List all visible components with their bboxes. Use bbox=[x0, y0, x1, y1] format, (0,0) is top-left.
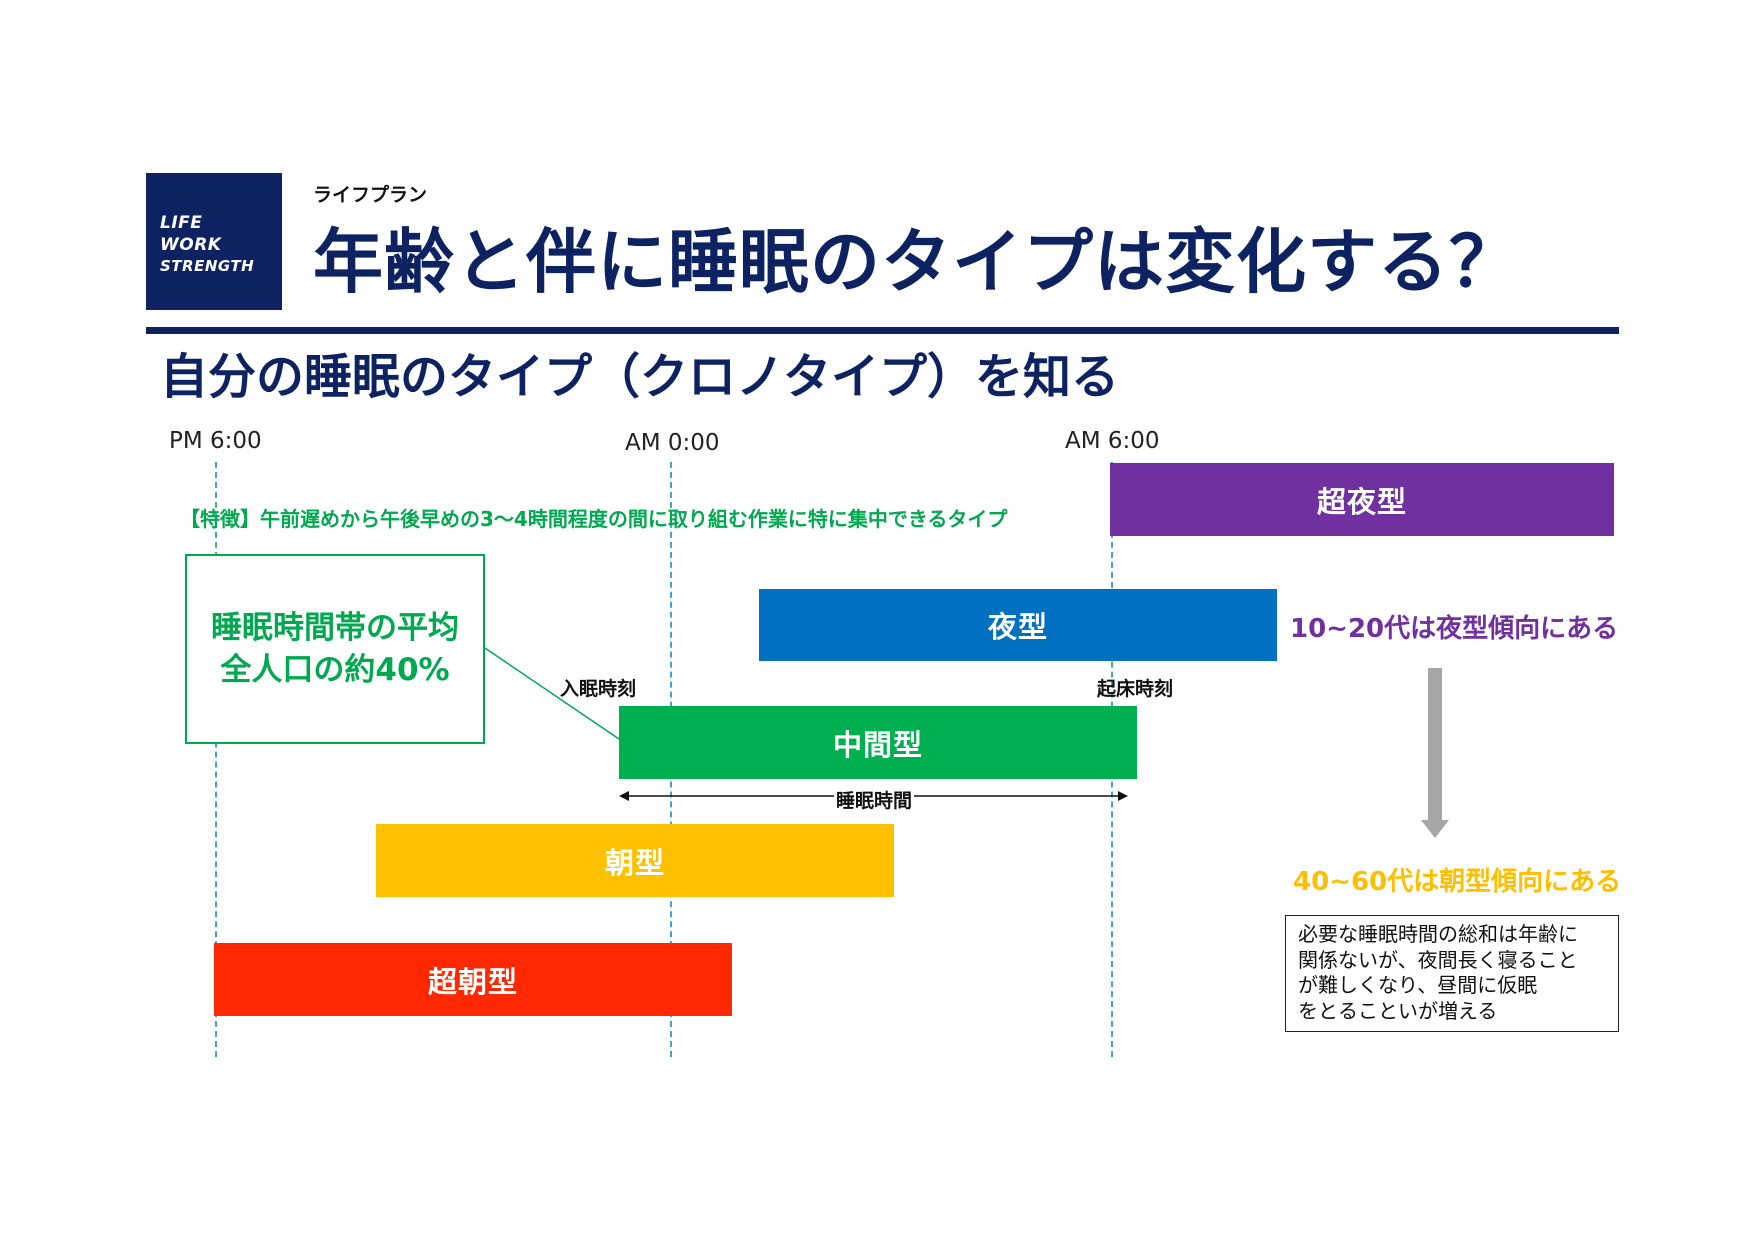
duration-arrow-left-head bbox=[619, 791, 629, 801]
bar-morning-type-label: 朝型 bbox=[604, 845, 665, 880]
bar-super-morning-type: 超朝型 bbox=[214, 943, 732, 1016]
title-divider bbox=[146, 327, 1619, 334]
bar-intermediate-type: 中間型 bbox=[619, 706, 1137, 779]
logo-line-life: LIFE bbox=[160, 213, 203, 233]
bar-super-night-type-label: 超夜型 bbox=[1316, 484, 1407, 519]
note-line-2: 関係ないが、夜間長く寝ること bbox=[1298, 947, 1578, 972]
bar-super-night-type: 超夜型 bbox=[1110, 463, 1614, 536]
waketime-label: 起床時刻 bbox=[1097, 678, 1174, 700]
note-line-3: が難しくなり、昼間に仮眠 bbox=[1298, 973, 1538, 997]
older-trend-text: 40~60代は朝型傾向にある bbox=[1293, 867, 1622, 897]
time-label-am6: AM 6:00 bbox=[1065, 428, 1160, 454]
page-title: 年齢と伴に睡眠のタイプは変化する？ bbox=[313, 221, 1520, 303]
logo-line-work: WORK bbox=[160, 235, 222, 255]
bar-intermediate-type-label: 中間型 bbox=[832, 727, 923, 762]
section-heading: 自分の睡眠のタイプ（クロノタイプ）を知る bbox=[160, 349, 1120, 405]
duration-arrow-right-head bbox=[1118, 791, 1128, 801]
guide-line-pm6 bbox=[215, 462, 217, 1057]
callout-connector-line bbox=[484, 647, 620, 740]
young-trend-text: 10~20代は夜型傾向にある bbox=[1290, 614, 1619, 644]
bar-night-type-label: 夜型 bbox=[987, 610, 1048, 644]
category-label: ライフプラン bbox=[313, 184, 428, 206]
time-label-pm6: PM 6:00 bbox=[169, 428, 262, 454]
feature-text: 【特徴】午前遅めから午後早めの3～4時間程度の間に取り組む作業に特に集中できるタ… bbox=[180, 507, 1008, 531]
sleep-duration-label: 睡眠時間 bbox=[834, 786, 915, 813]
average-callout-box: 睡眠時間帯の平均 全人口の約40% bbox=[185, 554, 485, 744]
note-line-1: 必要な睡眠時間の総和は年齢に bbox=[1298, 922, 1578, 946]
bar-morning-type: 朝型 bbox=[376, 824, 894, 897]
bar-night-type: 夜型 bbox=[759, 589, 1277, 661]
note-box: 必要な睡眠時間の総和は年齢に 関係ないが、夜間長く寝ること が難しくなり、昼間に… bbox=[1285, 915, 1619, 1032]
callout-line-1: 睡眠時間帯の平均 bbox=[211, 610, 459, 646]
callout-line-2: 全人口の約40% bbox=[220, 652, 450, 688]
trend-arrow-shaft bbox=[1428, 668, 1442, 820]
note-line-4: をとることいが増える bbox=[1298, 998, 1498, 1023]
logo-line-strength: STRENGTH bbox=[160, 257, 255, 275]
trend-arrow-head bbox=[1421, 820, 1449, 838]
logo: LIFE WORK STRENGTH bbox=[146, 173, 282, 310]
bar-super-morning-type-label: 超朝型 bbox=[427, 964, 518, 999]
bedtime-label: 入眠時刻 bbox=[560, 678, 637, 700]
time-label-am0: AM 0:00 bbox=[625, 430, 720, 456]
